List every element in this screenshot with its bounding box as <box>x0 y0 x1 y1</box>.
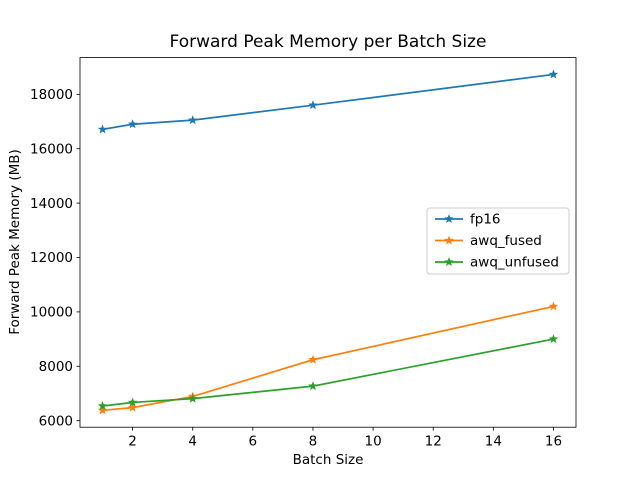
x-tick-label: 2 <box>128 434 137 450</box>
plot-border <box>79 57 577 428</box>
series-fp16-marker <box>548 69 559 79</box>
series-awq_unfused-marker <box>548 334 559 344</box>
series-fp16-line <box>101 73 555 131</box>
series-fp16-marker <box>308 100 318 110</box>
y-tick-label: 16000 <box>30 141 73 157</box>
series-fp16-marker <box>97 124 108 134</box>
legend-label-awq_fused: awq_fused <box>470 233 542 249</box>
series-fp16-marker <box>127 119 138 129</box>
x-tick-label: 12 <box>425 434 442 450</box>
y-axis-label: Forward Peak Memory (MB) <box>7 149 23 335</box>
x-tick-label: 4 <box>188 434 197 450</box>
series-awq_unfused-marker <box>187 393 198 403</box>
series-awq_fused-marker <box>97 405 108 415</box>
legend-marker-fp16 <box>444 214 454 224</box>
legend-marker-awq_fused <box>444 235 454 245</box>
chart-title: Forward Peak Memory per Batch Size <box>170 32 487 52</box>
series-fp16-marker <box>187 115 198 125</box>
legend-box <box>426 207 570 275</box>
y-tick-label: 10000 <box>30 305 73 321</box>
series-awq_fused-line <box>101 305 555 412</box>
series-awq_fused-marker <box>548 301 559 311</box>
legend-label-fp16: fp16 <box>470 212 501 228</box>
y-tick-label: 6000 <box>39 413 73 429</box>
x-tick-label: 16 <box>545 434 562 450</box>
series-awq_unfused-marker <box>127 397 138 407</box>
series-awq_unfused-marker <box>308 381 318 391</box>
legend-label-awq_unfused: awq_unfused <box>470 255 559 271</box>
plot-area: 2 4 6 8 10 12 14 16 6000 8000 10000 12000 14000 16000… <box>30 57 577 450</box>
x-tick-label: 6 <box>249 434 258 450</box>
series-awq_unfused-line <box>101 338 555 407</box>
legend-marker-awq_unfused <box>444 257 454 267</box>
series-awq_fused-marker <box>308 354 318 364</box>
x-tick-label: 8 <box>309 434 318 450</box>
series-awq_fused-marker <box>127 402 138 412</box>
x-tick-label: 14 <box>485 434 502 450</box>
y-tick-label: 8000 <box>39 359 73 375</box>
y-tick-label: 18000 <box>30 87 73 103</box>
x-tick-label: 10 <box>364 434 381 450</box>
series-awq_unfused-marker <box>97 400 108 411</box>
x-axis-label: Batch Size <box>293 452 364 468</box>
y-tick-label: 14000 <box>30 196 73 212</box>
y-tick-label: 12000 <box>30 250 73 266</box>
